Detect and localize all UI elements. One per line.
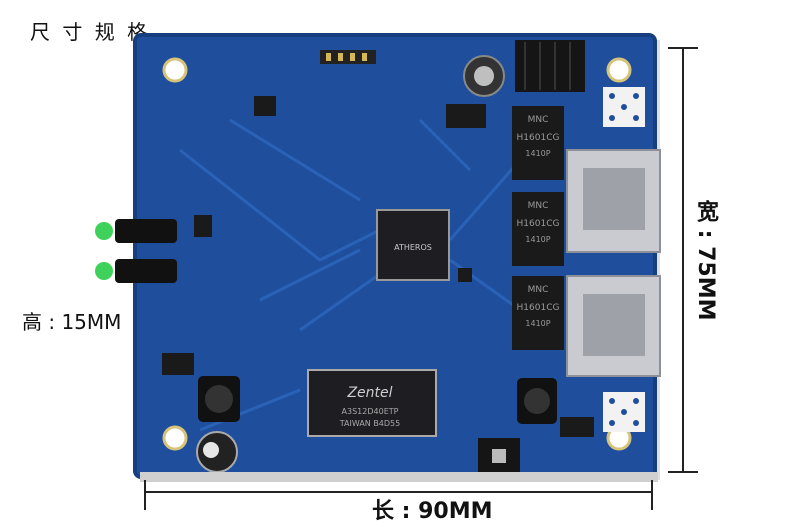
height-label: 高 : 15MM [22, 310, 122, 334]
soc-label: ATHEROS [394, 243, 432, 252]
mag2-model: H1601CG [517, 219, 560, 229]
width-label: 长 : 90MM [372, 499, 493, 524]
depth-label: 宽 : 75MM [693, 199, 718, 321]
ram-line2: TAIWAN B4D55 [339, 419, 401, 428]
small-ics [162, 96, 594, 437]
rj45-ports [566, 149, 661, 377]
mag1-brand: MNC [528, 115, 549, 125]
mag2-sub: 1410P [525, 235, 550, 244]
status-leds [95, 219, 177, 283]
main-soc [376, 209, 450, 281]
mag3-sub: 1410P [525, 319, 550, 328]
page-title: 尺 寸 规 格 [30, 20, 151, 44]
magnetics-chips [512, 106, 564, 350]
mag3-model: H1601CG [517, 303, 560, 313]
power-connector [515, 40, 585, 92]
mag2-brand: MNC [528, 201, 549, 211]
mounting-holes [162, 57, 632, 451]
base-plate [140, 472, 658, 482]
ram-brand: Zentel [346, 385, 392, 401]
ram-chip [307, 369, 437, 437]
ram-line1: A3S12D40ETP [342, 407, 399, 416]
mag1-sub: 1410P [525, 149, 550, 158]
mag1-model: H1601CG [517, 133, 560, 143]
mag3-brand: MNC [528, 285, 549, 295]
